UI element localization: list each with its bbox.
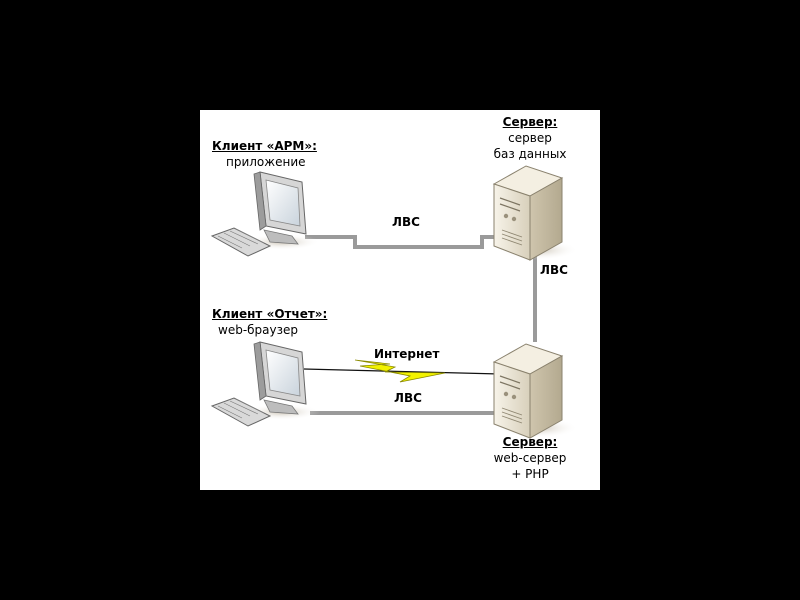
web-server-line1: web-сервер [493, 451, 567, 465]
web-server-title: Сервер: [502, 435, 558, 449]
internet-lightning [303, 359, 501, 383]
db-server-line1: сервер [508, 131, 552, 145]
db-server-line2: баз данных [493, 147, 567, 161]
lan-cable-top [305, 235, 505, 249]
client-apm-computer-icon [210, 171, 320, 257]
client-report-subtitle: web-браузер [218, 323, 298, 337]
client-report-computer-icon [210, 341, 320, 427]
web-server-icon [492, 343, 578, 439]
client-apm-title: Клиент «АРМ»: [212, 139, 317, 153]
client-report-title: Клиент «Отчет»: [212, 307, 328, 321]
lan-bottom-label: ЛВС [394, 391, 422, 405]
lan-top-label: ЛВС [392, 215, 420, 229]
web-server-line2: + PHP [511, 467, 549, 481]
network-diagram [210, 165, 578, 439]
client-apm-subtitle: приложение [226, 155, 306, 169]
diagram-canvas: Клиент «АРМ»: приложение Сервер: сервер … [200, 110, 600, 490]
db-server-icon [492, 165, 578, 261]
lan-vertical-label: ЛВС [540, 263, 568, 277]
db-server-title: Сервер: [502, 115, 558, 129]
internet-label: Интернет [374, 347, 440, 361]
